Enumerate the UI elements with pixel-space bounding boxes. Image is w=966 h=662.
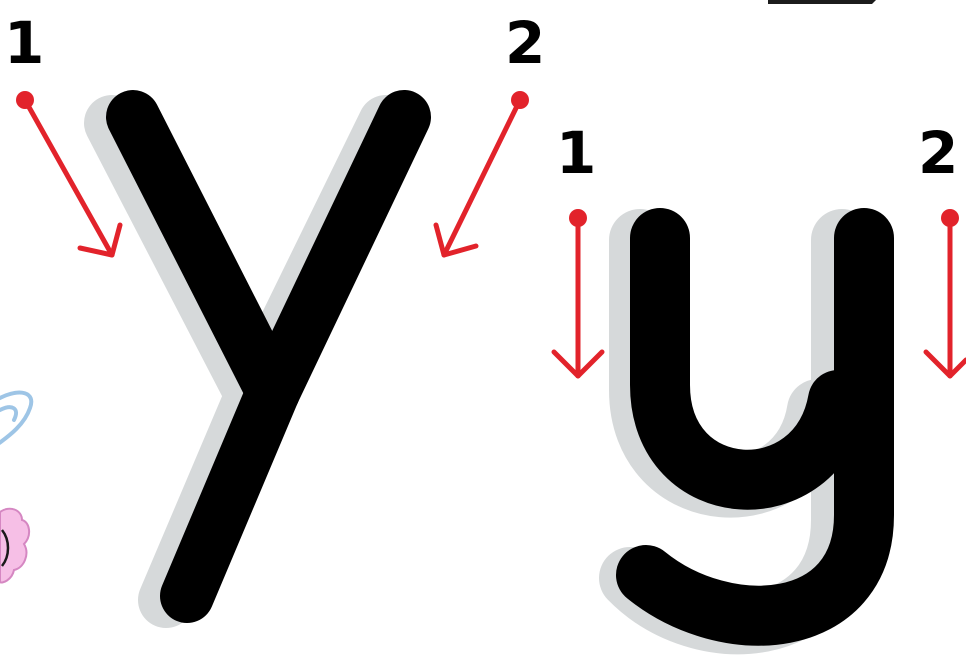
- arrow-lowercase-1: [551, 209, 605, 379]
- stroke-number-uppercase-2: 2: [505, 9, 546, 77]
- ribbon-decoration: [0, 390, 34, 446]
- stroke-number-uppercase-1: 1: [4, 9, 45, 77]
- flower-decoration: [0, 507, 30, 584]
- lowercase-y-letter: [616, 208, 894, 646]
- stroke-number-lowercase-2: 2: [918, 119, 959, 187]
- arrow-uppercase-1: [16, 91, 123, 258]
- arrow-lowercase-2: [923, 209, 966, 379]
- corner-shape: [768, 0, 876, 4]
- stroke-number-lowercase-1: 1: [556, 119, 597, 187]
- uppercase-y-letter: [106, 90, 431, 623]
- stroke-arrows: [16, 91, 966, 379]
- arrow-uppercase-2: [433, 91, 529, 258]
